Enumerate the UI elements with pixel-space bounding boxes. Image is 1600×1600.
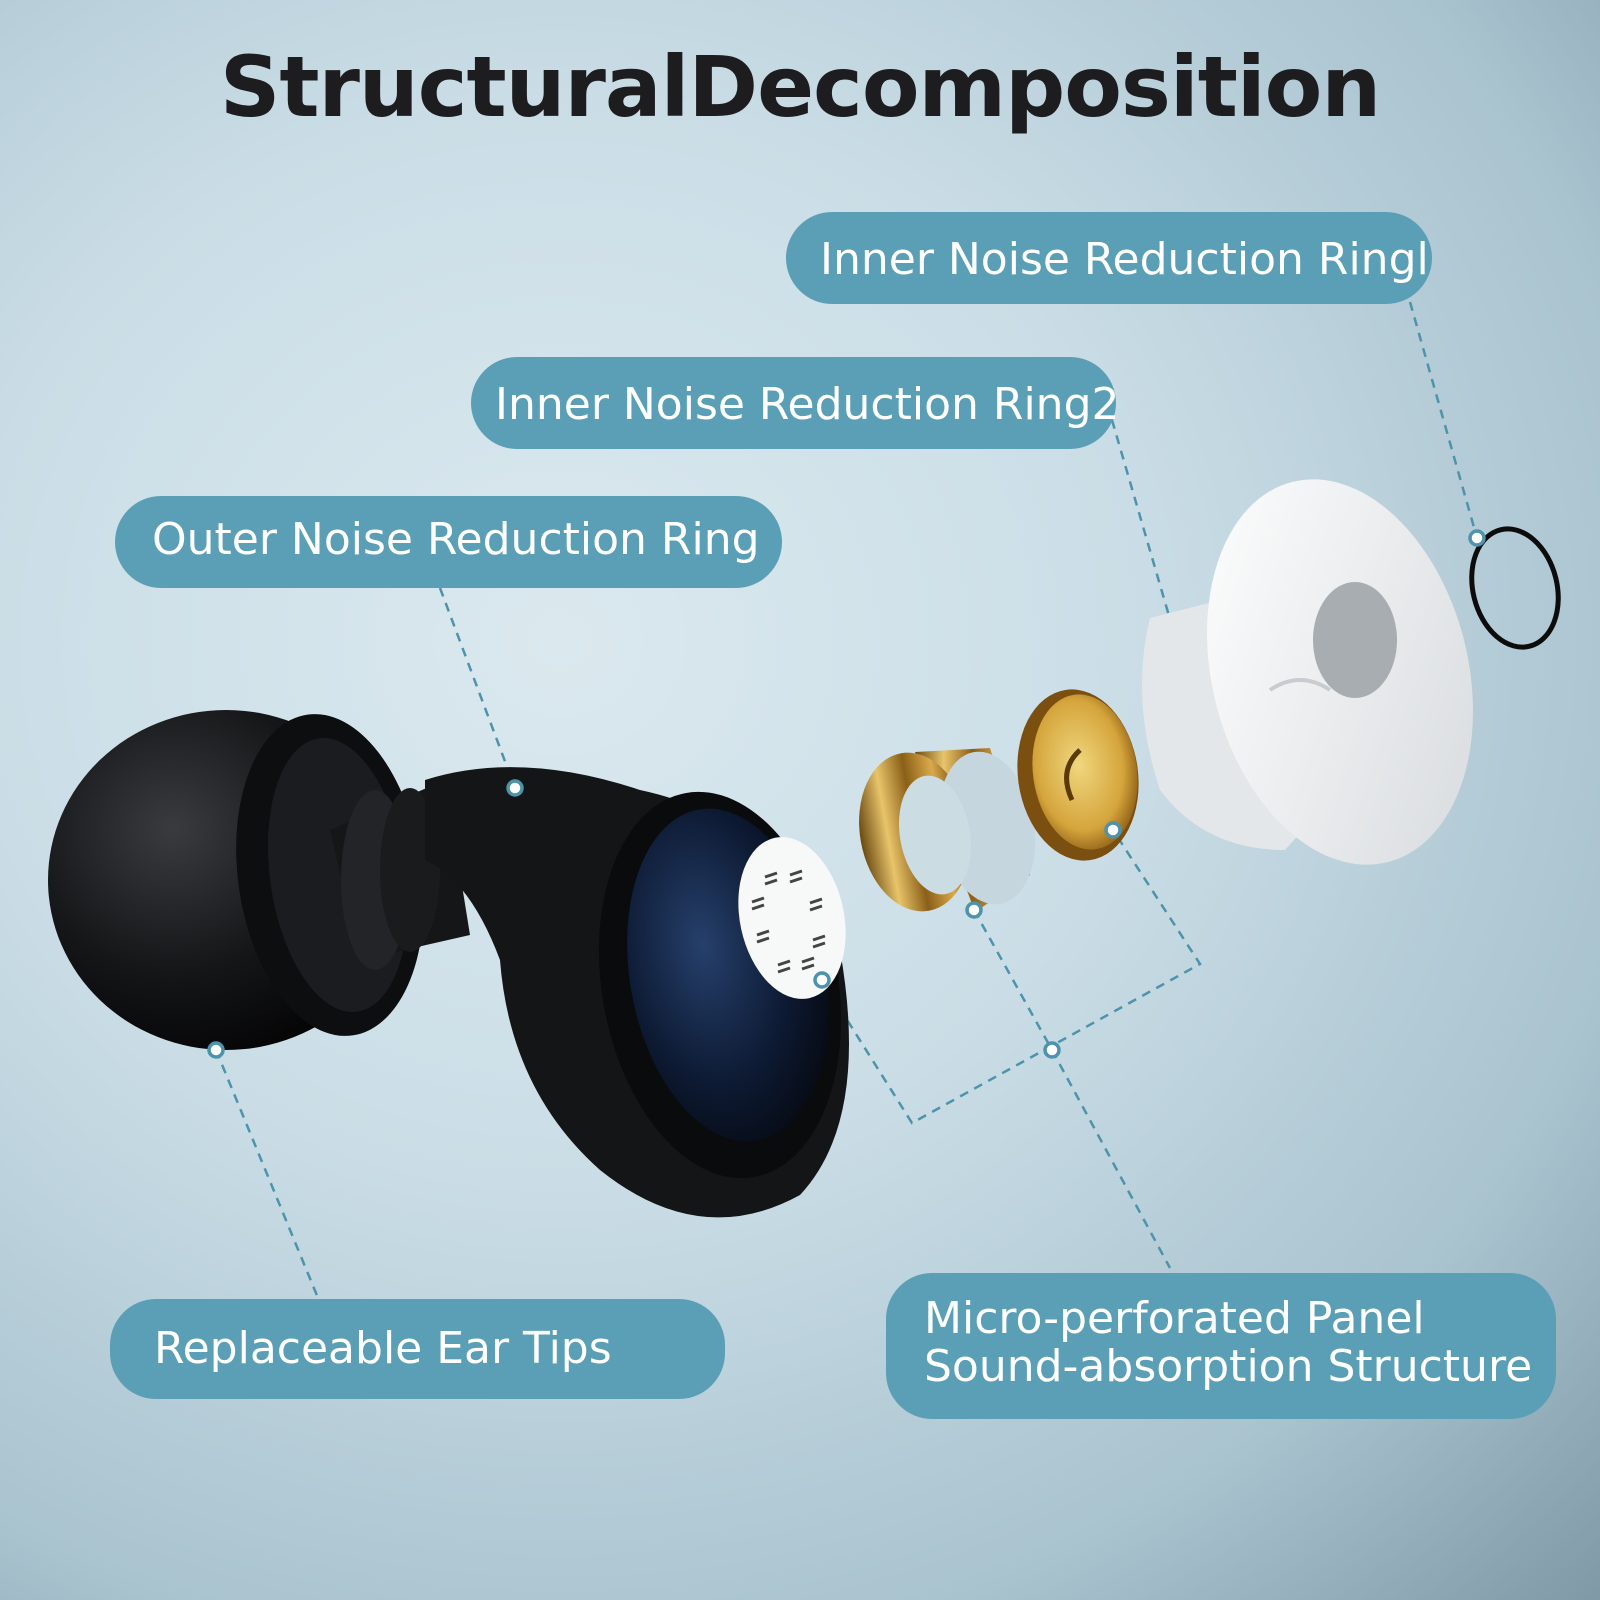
anchor-dots	[207, 529, 1486, 1059]
label-inner-noise-reduction-ring-1: Inner Noise Reduction Ringl	[786, 212, 1432, 304]
label-outer-noise-reduction-ring: Outer Noise Reduction Ring	[115, 496, 782, 588]
label-inner-noise-reduction-ring-2: Inner Noise Reduction Ring2	[471, 357, 1120, 449]
leader-ear-tips	[214, 1049, 320, 1299]
leader-panel	[1050, 1049, 1172, 1269]
leader-inner-ring-1	[1408, 301, 1479, 539]
anchor-dot-o-ring	[1468, 529, 1486, 547]
gold-disc	[1017, 689, 1139, 861]
leader-bracket	[820, 829, 1202, 1125]
leader-outer-ring	[438, 587, 517, 789]
anchor-dot-outer-ring	[506, 779, 524, 797]
white-housing	[1142, 479, 1473, 865]
label-replaceable-ear-tips: Replaceable Ear Tips	[110, 1299, 725, 1399]
label-micro-perforated-panel: Micro-perforated Panel Sound-absorption …	[886, 1273, 1556, 1419]
anchor-dot-bracket	[1043, 1041, 1061, 1059]
o-ring	[1469, 526, 1561, 650]
label-panel-line-2: Sound-absorption Structure	[924, 1341, 1533, 1392]
anchor-dot-gold-ring	[965, 901, 983, 919]
micro-perforated-panel	[738, 837, 846, 999]
leader-gold-ring	[972, 909, 1054, 1051]
gold-ring	[859, 748, 1036, 912]
label-panel-line-1: Micro-perforated Panel	[924, 1293, 1425, 1344]
page-title: StructuralDecomposition	[219, 38, 1381, 136]
anchor-dot-panel	[813, 971, 831, 989]
anchor-dot-ear-tip	[207, 1041, 225, 1059]
anchor-dot-gold-disc	[1104, 821, 1122, 839]
